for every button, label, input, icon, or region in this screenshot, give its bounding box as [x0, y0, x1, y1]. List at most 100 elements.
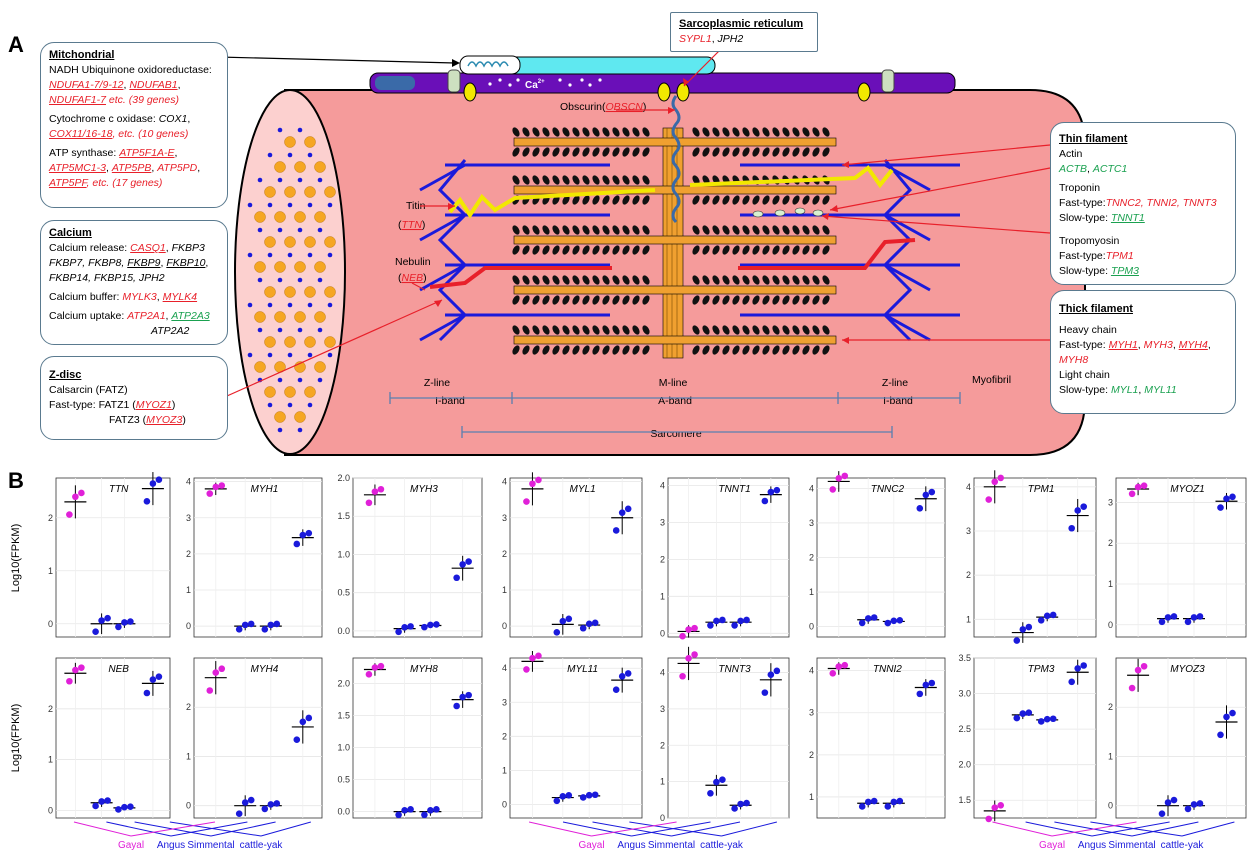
nebulin-label: Nebulin	[395, 256, 431, 268]
zline-label-left: Z-line	[424, 377, 450, 389]
tick-label: 1	[186, 751, 191, 761]
cs-dot-blue	[278, 228, 283, 233]
data-point	[242, 622, 249, 629]
data-point	[92, 803, 99, 810]
data-point	[98, 798, 105, 805]
data-point	[1038, 617, 1045, 624]
group-label: Gayal	[1039, 840, 1065, 851]
tick-label: 3	[809, 708, 814, 718]
data-point	[433, 806, 440, 813]
thick-filament	[514, 138, 836, 146]
group-legend-1: GayalAngusSimmentalcattle-yak	[74, 822, 311, 851]
legend-connector	[992, 822, 1052, 836]
tick-label: 0.0	[337, 626, 350, 636]
data-point	[885, 620, 892, 627]
data-point	[679, 673, 686, 680]
data-point	[1026, 709, 1033, 716]
tick-label: 4	[809, 666, 814, 676]
troponin	[795, 208, 805, 214]
legend-connector	[563, 822, 632, 836]
cs-dot-orange	[265, 387, 276, 398]
calcium-box: Calcium Calcium release: CASQ1, FKBP3 FK…	[40, 220, 228, 345]
data-point	[236, 626, 243, 633]
data-point	[997, 802, 1004, 809]
cs-dot-blue	[268, 353, 273, 358]
data-point	[1050, 715, 1057, 722]
mito-line-8: ATP5PF, etc. (17 genes)	[49, 176, 219, 191]
tick-label: 1	[660, 591, 665, 601]
tick-label: 1.5	[337, 711, 350, 721]
tick-label: 2.0	[337, 473, 350, 483]
tick-label: 1.5	[958, 795, 971, 805]
tick-label: 1	[1108, 751, 1113, 761]
tick-label: 2	[502, 549, 507, 559]
data-point	[554, 629, 561, 636]
sr-title: Sarcoplasmic reticulum	[679, 17, 809, 32]
data-point	[619, 509, 626, 516]
data-point	[144, 690, 151, 697]
nebulin-gene-label: (NEB)	[398, 272, 427, 284]
data-point	[401, 624, 408, 631]
cs-dot-blue	[298, 278, 303, 283]
cs-dot-orange	[315, 212, 326, 223]
group-label: Simmental	[187, 840, 234, 851]
thick-filament-box: Thick filament Heavy chain Fast-type: MY…	[1050, 290, 1236, 414]
aband-label: A-band	[658, 395, 692, 407]
sarcomere-label: Sarcomere	[650, 428, 702, 440]
zdisc-line-3: FATZ3 (MYOZ3)	[49, 413, 219, 428]
data-point	[841, 662, 848, 669]
data-point	[1171, 797, 1178, 804]
cs-dot-blue	[258, 328, 263, 333]
tick-label: 1.0	[337, 549, 350, 559]
data-point	[378, 663, 385, 670]
mito-line-1: NADH Ubiquinone oxidoreductase:	[49, 63, 219, 78]
cs-dot-blue	[268, 253, 273, 258]
cs-dot-blue	[288, 403, 293, 408]
data-point	[991, 804, 998, 811]
tick-label: 3	[502, 513, 507, 523]
data-point	[997, 475, 1004, 482]
data-point	[1171, 613, 1178, 620]
data-point	[427, 807, 434, 814]
mitochondrial-box: Mitchondrial NADH Ubiquinone oxidoreduct…	[40, 42, 228, 208]
data-point	[1014, 715, 1021, 722]
cs-dot-orange	[285, 187, 296, 198]
cs-dot-blue	[298, 328, 303, 333]
data-point	[401, 807, 408, 814]
tick-label: 2.5	[958, 724, 971, 734]
calcium-line-3: FKBP14, FKBP15, JPH2	[49, 271, 219, 286]
ryr-1	[464, 83, 476, 101]
cs-dot-blue	[288, 253, 293, 258]
data-point	[156, 476, 163, 483]
cs-dot-orange	[275, 162, 286, 173]
mito-line-7: ATP5MC1-3, ATP5PB, ATP5PD,	[49, 161, 219, 176]
sr-box: Sarcoplasmic reticulum SYPL1, JPH2	[670, 12, 818, 52]
group-label: Angus	[617, 840, 645, 851]
tick-label: 1	[186, 585, 191, 595]
sr-line-1: SYPL1, JPH2	[679, 32, 809, 47]
cs-dot-blue	[278, 428, 283, 433]
tick-label: 1.5	[337, 511, 350, 521]
data-point	[592, 620, 599, 627]
cs-dot-orange	[285, 387, 296, 398]
data-point	[885, 803, 892, 810]
data-point	[929, 680, 936, 687]
ryr-2	[658, 83, 670, 101]
data-point	[206, 490, 213, 497]
tick-label: 2	[1108, 702, 1113, 712]
data-point	[1014, 637, 1021, 644]
plot-title: TNNI2	[873, 664, 902, 675]
data-point	[841, 473, 848, 480]
cs-dot-blue	[288, 303, 293, 308]
plot-title: MYH1	[251, 484, 279, 495]
data-point	[306, 715, 313, 722]
data-point	[212, 669, 219, 676]
tick-label: 3	[502, 697, 507, 707]
tick-label: 2	[186, 702, 191, 712]
data-point	[613, 527, 620, 534]
data-point	[737, 618, 744, 625]
group-label: Simmental	[1108, 840, 1155, 851]
obscurin-label: Obscurin(OBSCN)	[560, 101, 646, 113]
data-point	[248, 797, 255, 804]
data-point	[236, 810, 243, 817]
